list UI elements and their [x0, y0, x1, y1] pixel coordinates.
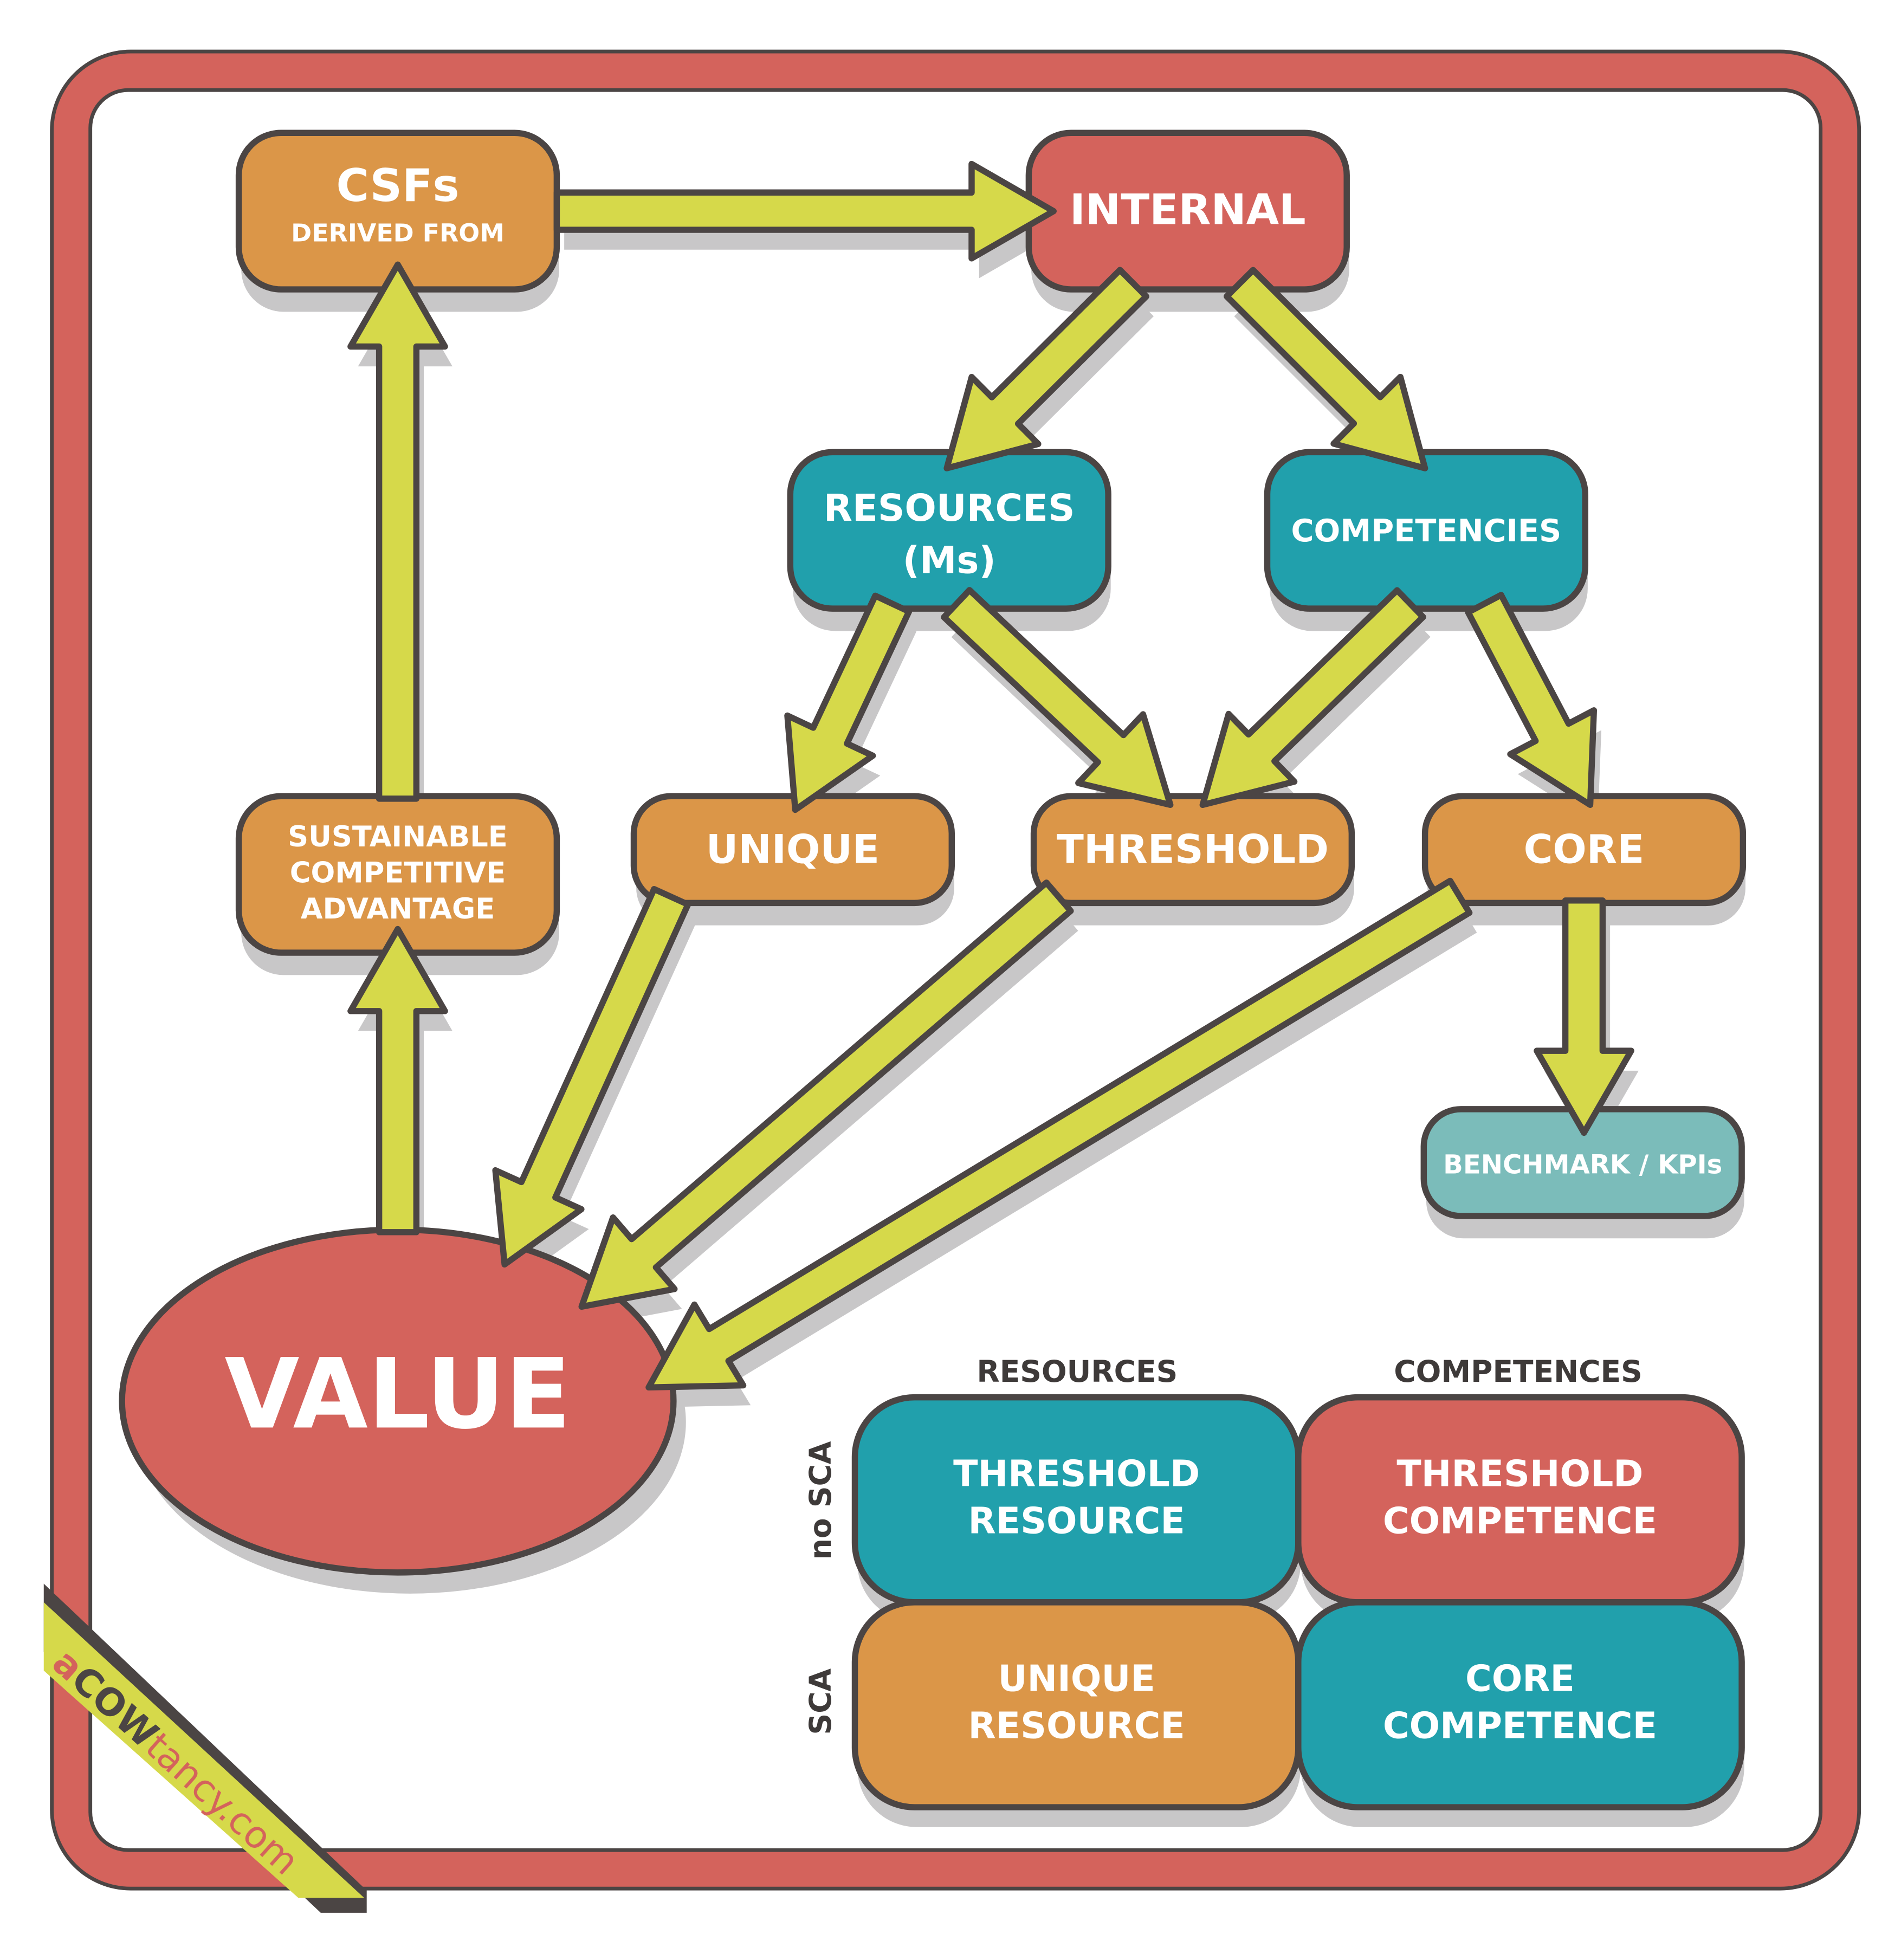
matrix-cell-line2: COMPETENCE: [1383, 1499, 1657, 1542]
matrix-cell-core-competence: CORE COMPETENCE: [1295, 1599, 1745, 1810]
node-resources-line1: RESOURCES: [824, 487, 1075, 530]
arrow-competencies-to-core: [1465, 592, 1598, 808]
matrix-row-header-no-sca: no SCA: [803, 1441, 838, 1560]
arrow-internal-to-competencies: [1224, 267, 1428, 471]
node-internal: INTERNAL: [1025, 130, 1350, 293]
node-benchmark: BENCHMARK / KPIs: [1420, 1106, 1745, 1219]
matrix-cell-line2: RESOURCE: [968, 1499, 1185, 1542]
matrix-col-header-resources: RESOURCES: [977, 1354, 1178, 1389]
arrow-internal-to-resources: [943, 267, 1149, 471]
arrow-core-to-value: [645, 877, 1473, 1391]
matrix-cell-line2: COMPETENCE: [1383, 1705, 1657, 1747]
matrix-cell-line1: THRESHOLD: [953, 1452, 1200, 1495]
matrix-cell-line1: THRESHOLD: [1396, 1452, 1643, 1495]
matrix-cell-line1: CORE: [1465, 1657, 1575, 1699]
node-threshold-title: THRESHOLD: [1057, 826, 1329, 872]
node-core: CORE: [1421, 793, 1747, 907]
matrix-legend: RESOURCES COMPETENCES no SCA SCA THRESHO…: [803, 1354, 1745, 1827]
node-resources-line2: (Ms): [903, 539, 996, 582]
node-unique: UNIQUE: [630, 793, 955, 907]
node-csfs-title: CSFs: [337, 160, 460, 212]
arrows: [347, 160, 1634, 1391]
node-internal-title: INTERNAL: [1070, 185, 1306, 234]
arrow-resources-to-unique: [784, 592, 913, 813]
arrow-resources-to-threshold: [941, 587, 1174, 808]
node-sca-line1: SUSTAINABLE: [288, 820, 508, 853]
node-resources: RESOURCES (Ms): [787, 449, 1111, 612]
node-unique-title: UNIQUE: [706, 826, 880, 872]
arrow-value-to-sca: [347, 926, 448, 1235]
arrow-core-to-benchmark: [1534, 897, 1634, 1136]
matrix-cell-line2: RESOURCE: [968, 1705, 1185, 1747]
node-sca-line2: COMPETITIVE: [290, 856, 506, 889]
matrix-cell-unique-resource: UNIQUE RESOURCE: [851, 1599, 1302, 1810]
node-value-title: VALUE: [224, 1338, 571, 1451]
matrix-col-header-competences: COMPETENCES: [1394, 1354, 1642, 1389]
logo-ribbon: aCOWtancy.com: [43, 1583, 367, 1913]
arrow-competencies-to-threshold: [1199, 587, 1426, 808]
node-value: VALUE: [119, 1226, 677, 1576]
arrow-threshold-to-value: [578, 879, 1074, 1310]
node-sca: SUSTAINABLE COMPETITIVE ADVANTAGE: [235, 793, 560, 956]
node-csfs-subtitle: DERIVED FROM: [291, 218, 505, 248]
node-core-title: CORE: [1524, 826, 1645, 872]
arrow-unique-to-value: [492, 886, 691, 1268]
node-competencies-title: COMPETENCIES: [1291, 513, 1561, 549]
matrix-cell-line1: UNIQUE: [998, 1657, 1155, 1699]
node-competencies: COMPETENCIES: [1264, 449, 1589, 612]
node-sca-line3: ADVANTAGE: [301, 892, 495, 926]
arrow-csfs-to-internal: [553, 160, 1057, 262]
matrix-row-header-sca: SCA: [803, 1668, 838, 1735]
node-benchmark-title: BENCHMARK / KPIs: [1443, 1149, 1722, 1180]
arrow-sca-to-csfs: [347, 261, 448, 802]
node-threshold: THRESHOLD: [1030, 793, 1355, 907]
